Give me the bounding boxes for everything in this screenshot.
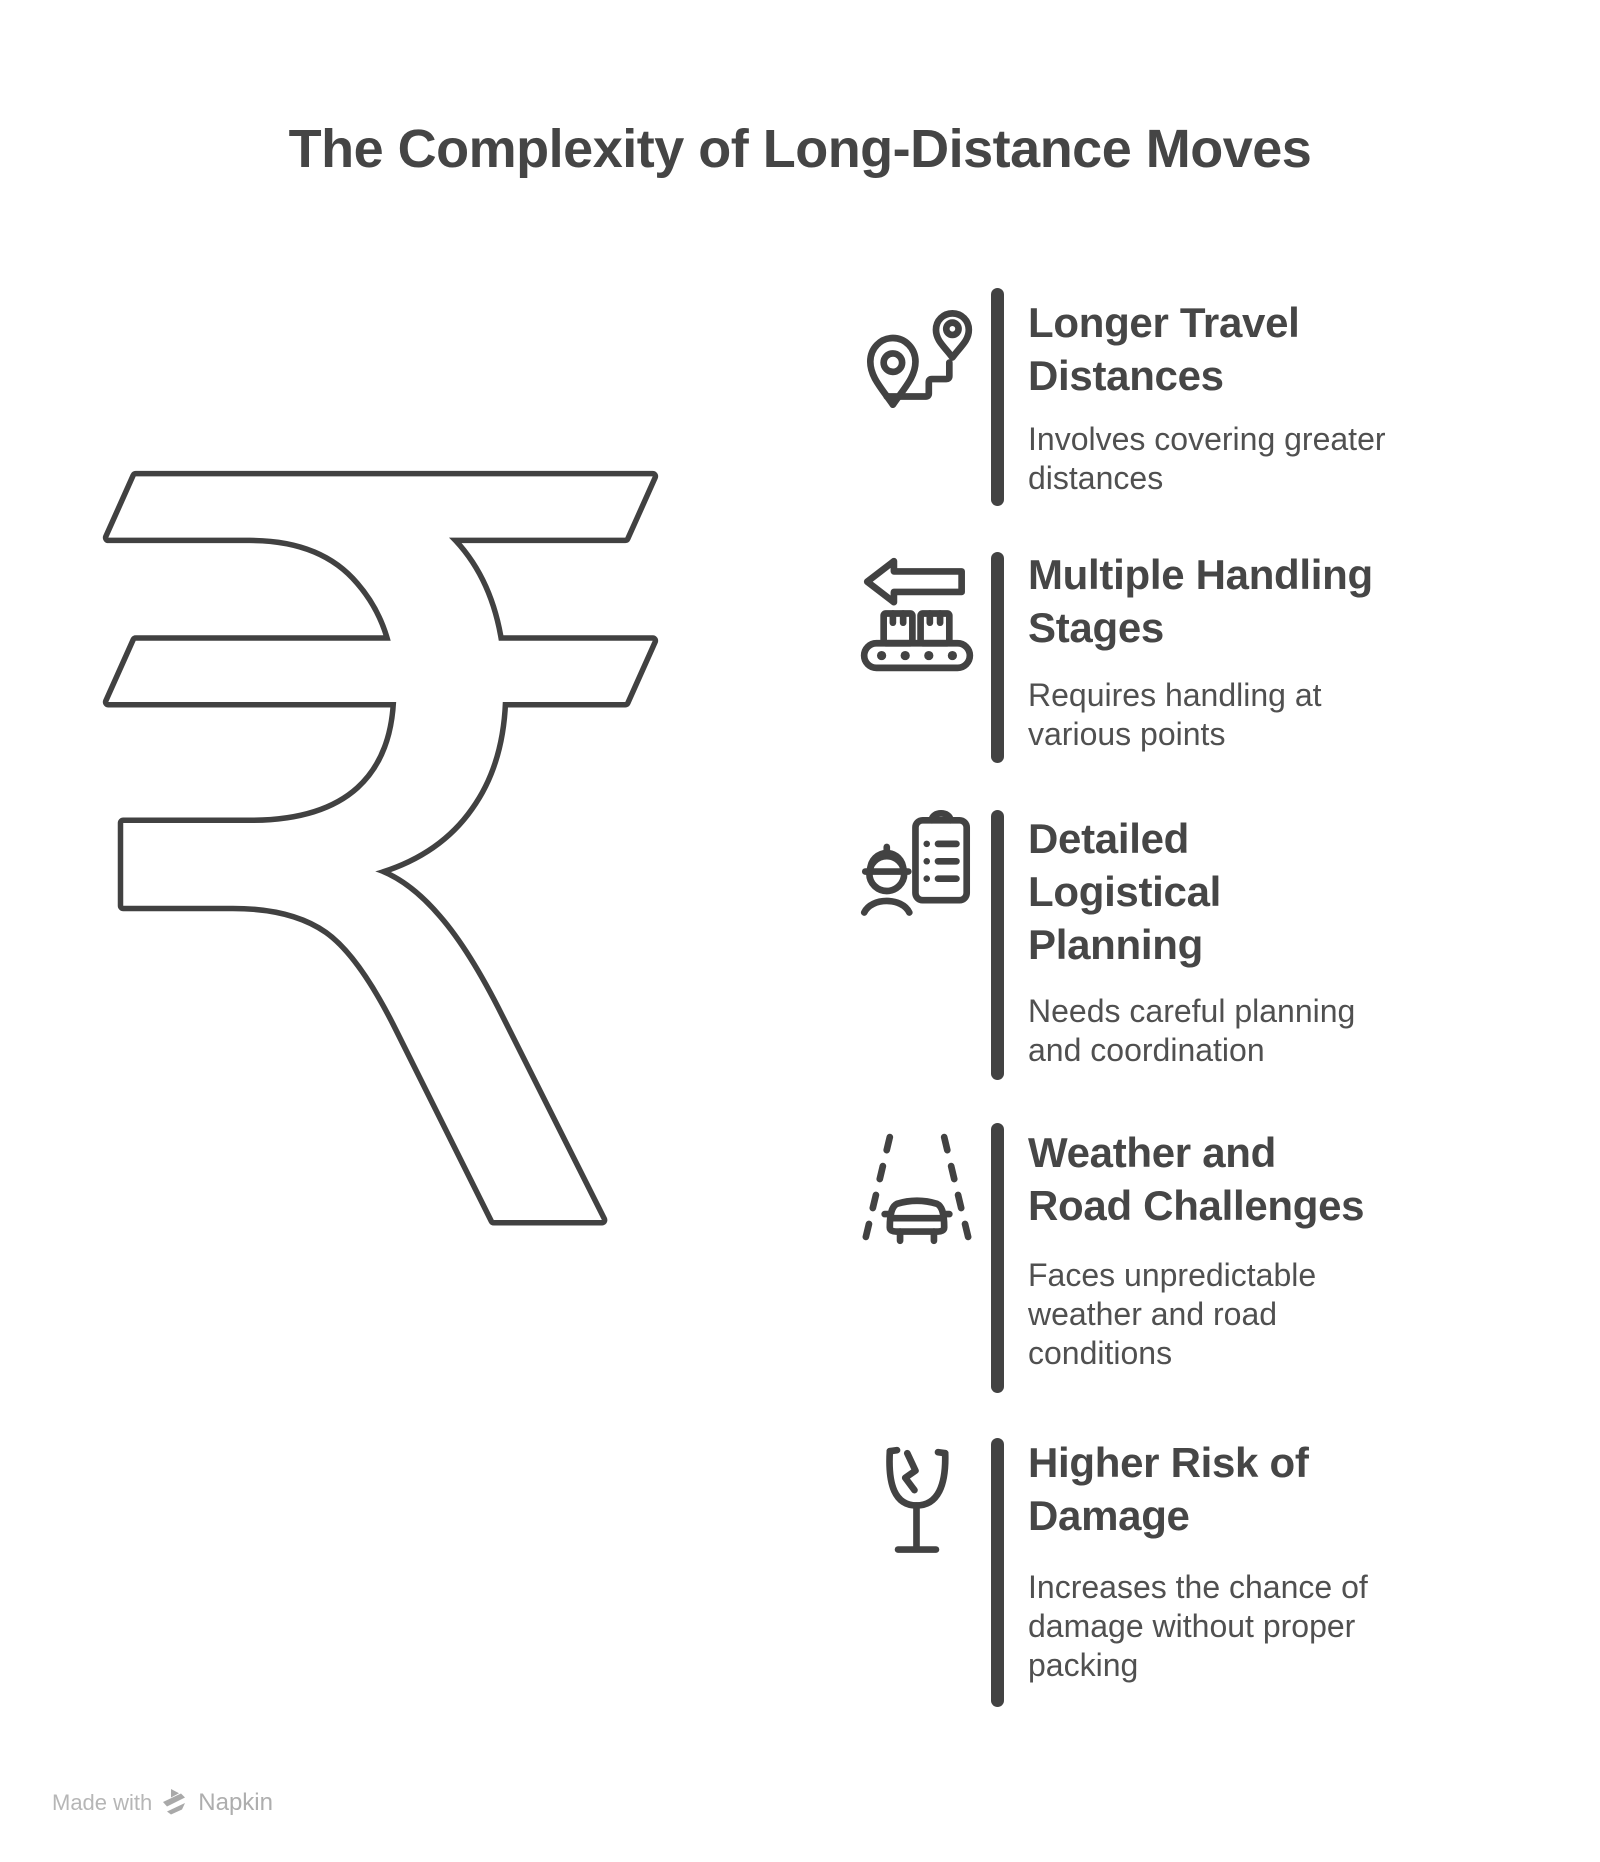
broken-glass-icon <box>858 1444 976 1574</box>
item-title: Multiple Handling Stages <box>1028 548 1508 654</box>
item-title-line: Weather and <box>1028 1129 1276 1176</box>
item-divider-bar <box>991 1438 1004 1707</box>
made-with-napkin-footer: Made with Napkin <box>52 1786 273 1820</box>
item-title-line: Longer Travel <box>1028 299 1300 346</box>
napkin-logo-icon <box>161 1787 189 1819</box>
item-title-line: Detailed <box>1028 815 1189 862</box>
napkin-brand-label: Napkin <box>198 1789 273 1816</box>
item-title-line: Road Challenges <box>1028 1182 1365 1229</box>
item-title-line: Logistical <box>1028 868 1222 915</box>
rupee-glyph: ₹ <box>56 273 705 1461</box>
item-description-line: Involves covering greater <box>1028 421 1386 457</box>
item-description-line: and coordination <box>1028 1032 1265 1068</box>
item-title-line: Distances <box>1028 352 1224 399</box>
rupee-symbol-illustration: ₹ <box>50 268 710 1467</box>
item-title: Higher Risk of Damage <box>1028 1436 1508 1542</box>
item-title-line: Higher Risk of <box>1028 1439 1309 1486</box>
item-title: Longer Travel Distances <box>1028 296 1508 402</box>
item-description: Faces unpredictable weather and road con… <box>1028 1256 1498 1373</box>
item-description-line: packing <box>1028 1647 1139 1683</box>
item-title: Weather and Road Challenges <box>1028 1126 1508 1232</box>
item-divider-bar <box>991 810 1004 1080</box>
item-description-line: damage without proper <box>1028 1608 1356 1644</box>
item-title-line: Planning <box>1028 921 1203 968</box>
item-description-line: various points <box>1028 716 1226 752</box>
item-description-line: Faces unpredictable <box>1028 1257 1317 1293</box>
item-description: Involves covering greater distances <box>1028 420 1498 498</box>
item-description-line: distances <box>1028 460 1164 496</box>
made-with-label: Made with <box>52 1790 153 1815</box>
item-title: Detailed Logistical Planning <box>1028 812 1508 971</box>
item-title-line: Stages <box>1028 604 1164 651</box>
page-title: The Complexity of Long-Distance Moves <box>288 119 1312 179</box>
item-description-line: Needs careful planning <box>1028 993 1356 1029</box>
road-car-icon <box>858 1132 976 1262</box>
item-title-line: Multiple Handling <box>1028 551 1373 598</box>
item-divider-bar <box>991 1123 1004 1393</box>
item-title-line: Damage <box>1028 1492 1190 1539</box>
rupee-symbol-icon: ₹ <box>50 268 710 1467</box>
item-description: Requires handling at various points <box>1028 676 1498 754</box>
item-divider-bar <box>991 552 1004 763</box>
item-description-line: Requires handling at <box>1028 677 1322 713</box>
item-description: Increases the chance of damage without p… <box>1028 1568 1498 1685</box>
worker-clipboard-icon <box>858 808 976 938</box>
item-description: Needs careful planning and coordination <box>1028 992 1498 1070</box>
item-divider-bar <box>991 288 1004 506</box>
item-description-line: conditions <box>1028 1335 1173 1371</box>
map-pins-route-icon <box>858 298 976 428</box>
item-description-line: Increases the chance of <box>1028 1569 1368 1605</box>
arrow-conveyor-icon <box>858 555 976 685</box>
item-description-line: weather and road <box>1028 1296 1278 1332</box>
